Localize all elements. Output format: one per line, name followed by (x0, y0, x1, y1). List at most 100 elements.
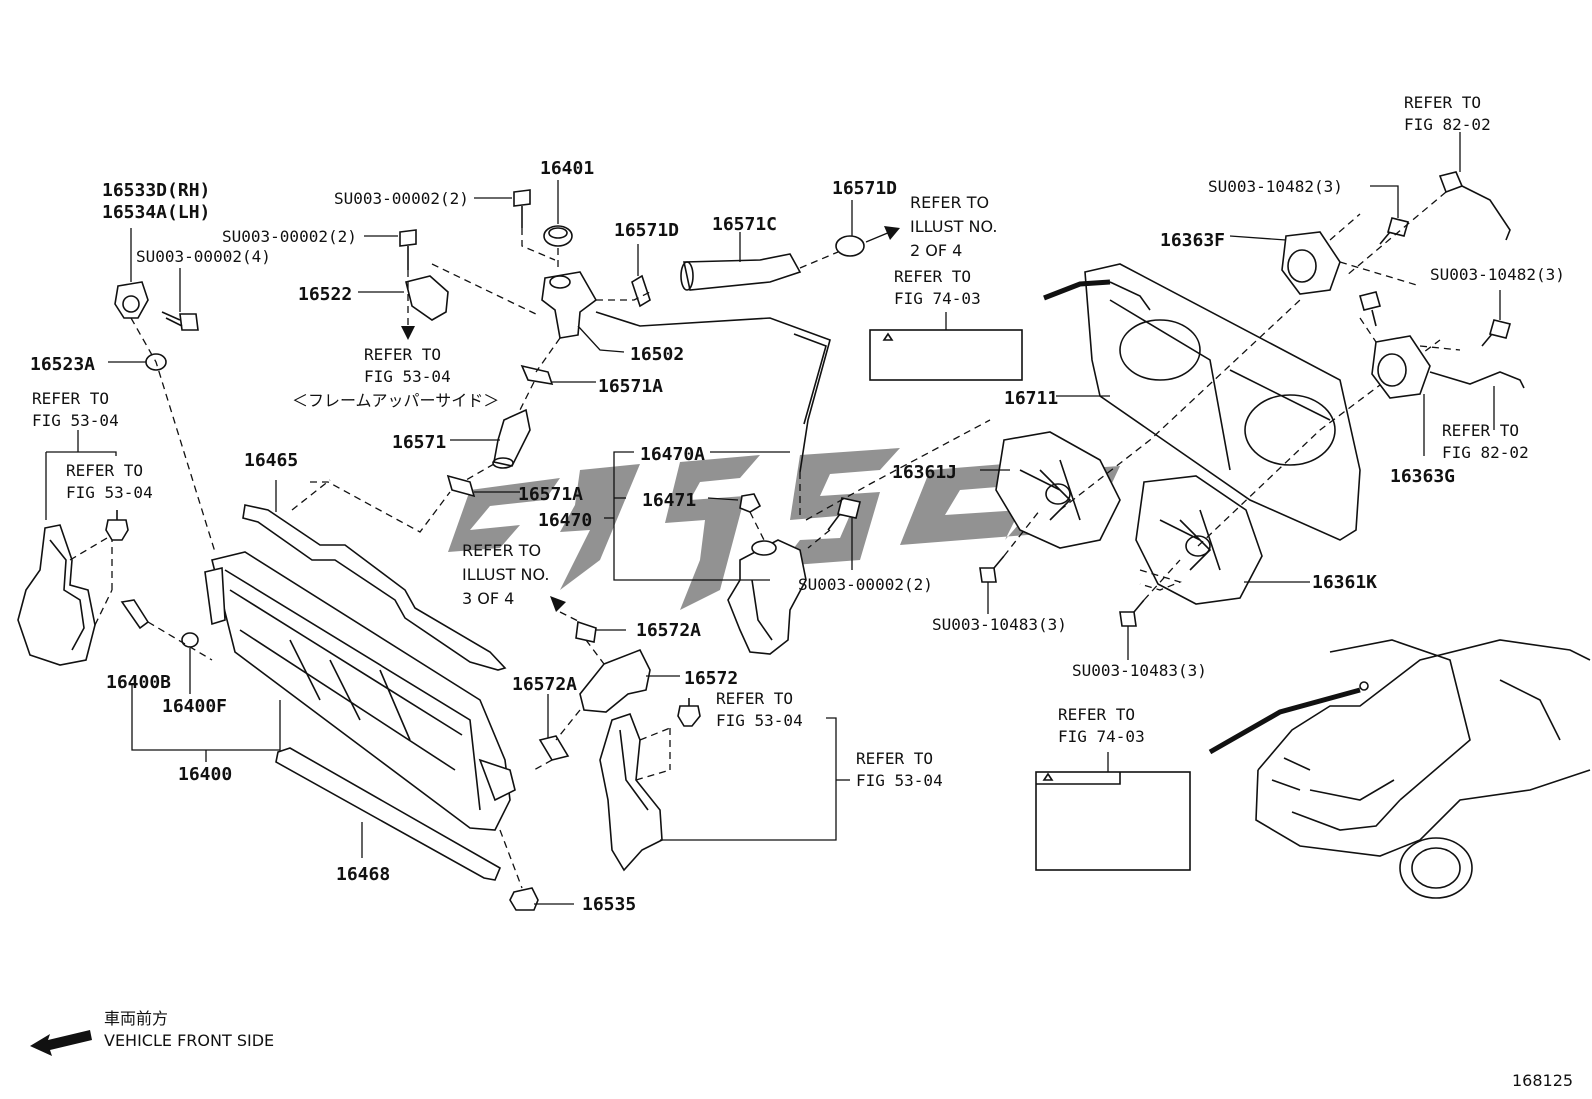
label-16571d-b: 16571D (832, 178, 897, 199)
front-label-jp: 車両前方 (104, 1009, 168, 1028)
label-16361j: 16361J (892, 462, 957, 483)
label-16400b: 16400B (106, 672, 171, 693)
label-16711: 16711 (1004, 388, 1058, 409)
ref-illust-3of4: REFER TO ILLUST NO. 3 OF 4 (462, 541, 549, 608)
label-plate-b (1035, 752, 1191, 871)
label-su-10483-b: SU003-10483(3) (1072, 661, 1207, 680)
leaders (45, 430, 574, 905)
seal-16468 (275, 747, 502, 881)
label-su-10483-a: SU003-10483(3) (932, 615, 1067, 634)
label-16470: 16470 (538, 510, 592, 531)
oring-16400f (181, 632, 199, 648)
label-16571a-b: 16571A (518, 484, 583, 505)
fan-16361j (980, 431, 1121, 549)
svg-text:REFER TO: REFER TO (364, 345, 441, 364)
link-line (805, 419, 991, 521)
inlet-16502 (541, 271, 625, 353)
label-16534a: 16534A(LH) (102, 202, 210, 223)
label-su-b2: SU003-00002(2) (222, 227, 357, 246)
cap-16401 (543, 180, 573, 272)
svg-text:REFER TO: REFER TO (716, 689, 793, 708)
clamp-16571a-a (520, 337, 596, 386)
seal-16465 (242, 504, 507, 671)
bracket-16522 (358, 263, 541, 321)
label-16522: 16522 (298, 284, 352, 305)
group-bracket-16400 (131, 648, 281, 762)
cap-16471 (707, 493, 765, 541)
label-16571c: 16571C (712, 214, 777, 235)
label-su-a2: SU003-00002(2) (334, 189, 469, 208)
bolt-su-10483-b (1119, 559, 1181, 660)
svg-text:ILLUST NO.: ILLUST NO. (462, 565, 549, 584)
ref-fig5304-frame: REFER TO FIG 53-04 ＜フレームアッパーサイド＞ (292, 345, 499, 410)
svg-text:FIG 74-03: FIG 74-03 (894, 289, 981, 308)
label-16572a-b: 16572A (512, 674, 577, 695)
label-16363g: 16363G (1390, 466, 1455, 487)
label-su-c4: SU003-00002(4) (136, 247, 271, 266)
bolt-su-a2 (474, 189, 556, 261)
clip-part (105, 510, 129, 541)
arrow-to-illust3 (550, 596, 581, 623)
svg-text:FIG 53-04: FIG 53-04 (856, 771, 943, 790)
clamp-16572a-b (533, 694, 581, 771)
svg-text:REFER TO: REFER TO (1058, 705, 1135, 724)
hose-16572 (579, 639, 680, 713)
label-plate-a (869, 312, 1023, 381)
bolt-su-d2 (807, 497, 861, 570)
figure-number: 168125 (1512, 1071, 1573, 1090)
label-16571a-a: 16571A (598, 376, 663, 397)
right-air-guide (599, 712, 850, 872)
label-16572a-a: 16572A (636, 620, 701, 641)
ref-fig5304-left-a: REFER TO FIG 53-04 (32, 389, 119, 430)
clamp-16572a-a (575, 620, 626, 643)
svg-text:REFER TO: REFER TO (910, 193, 989, 212)
link-line (291, 479, 331, 511)
fan-16361k (1135, 475, 1310, 605)
link-line (596, 251, 839, 301)
label-16470a: 16470A (640, 444, 705, 465)
svg-text:FIG 82-02: FIG 82-02 (1442, 443, 1529, 462)
svg-text:ILLUST NO.: ILLUST NO. (910, 217, 997, 236)
svg-text:2 OF 4: 2 OF 4 (910, 241, 962, 260)
cushion-16535 (499, 829, 539, 911)
label-su-d2: SU003-00002(2) (798, 575, 933, 594)
hose-16571c (680, 232, 802, 291)
front-label-en: VEHICLE FRONT SIDE (104, 1031, 274, 1050)
link-line (1139, 569, 1182, 591)
label-16471: 16471 (642, 490, 696, 511)
drain-16400b (120, 599, 213, 661)
bolt-su-10482-b (1481, 290, 1511, 347)
label-16361k: 16361K (1312, 572, 1377, 593)
svg-text:FIG 82-02: FIG 82-02 (1404, 115, 1491, 134)
svg-text:FIG 53-04: FIG 53-04 (32, 411, 119, 430)
label-16535: 16535 (582, 894, 636, 915)
overflow-tube (595, 311, 831, 520)
label-16400: 16400 (178, 764, 232, 785)
svg-text:REFER TO: REFER TO (1404, 93, 1481, 112)
label-16400f: 16400F (162, 696, 227, 717)
motor-16363g (1359, 317, 1461, 456)
bolt-su-c4 (161, 268, 199, 331)
label-16571d-a: 16571D (614, 220, 679, 241)
label-16523a: 16523A (30, 354, 95, 375)
label-su-10482-a: SU003-10482(3) (1208, 177, 1343, 196)
svg-text:REFER TO: REFER TO (1442, 421, 1519, 440)
label-16572: 16572 (684, 668, 738, 689)
reservoir-16470 (727, 539, 807, 655)
label-su-10482-b: SU003-10482(3) (1430, 265, 1565, 284)
label-16363f: 16363F (1160, 230, 1225, 251)
car-illustration (1208, 639, 1591, 899)
bolt-su-b2 (364, 229, 417, 270)
label-16571: 16571 (392, 432, 446, 453)
svg-text:FIG 53-04: FIG 53-04 (364, 367, 451, 386)
svg-text:＜フレームアッパーサイド＞: ＜フレームアッパーサイド＞ (292, 391, 499, 410)
clamp-16571d-a (631, 244, 651, 308)
label-16465: 16465 (244, 450, 298, 471)
harness-b (1429, 371, 1525, 430)
ref-fig5304-right-a: REFER TO FIG 53-04 (716, 689, 803, 730)
label-16401: 16401 (540, 158, 594, 179)
svg-text:FIG 74-03: FIG 74-03 (1058, 727, 1145, 746)
svg-text:REFER TO: REFER TO (856, 749, 933, 768)
front-direction-arrow (30, 1030, 92, 1056)
link-line (310, 481, 451, 533)
